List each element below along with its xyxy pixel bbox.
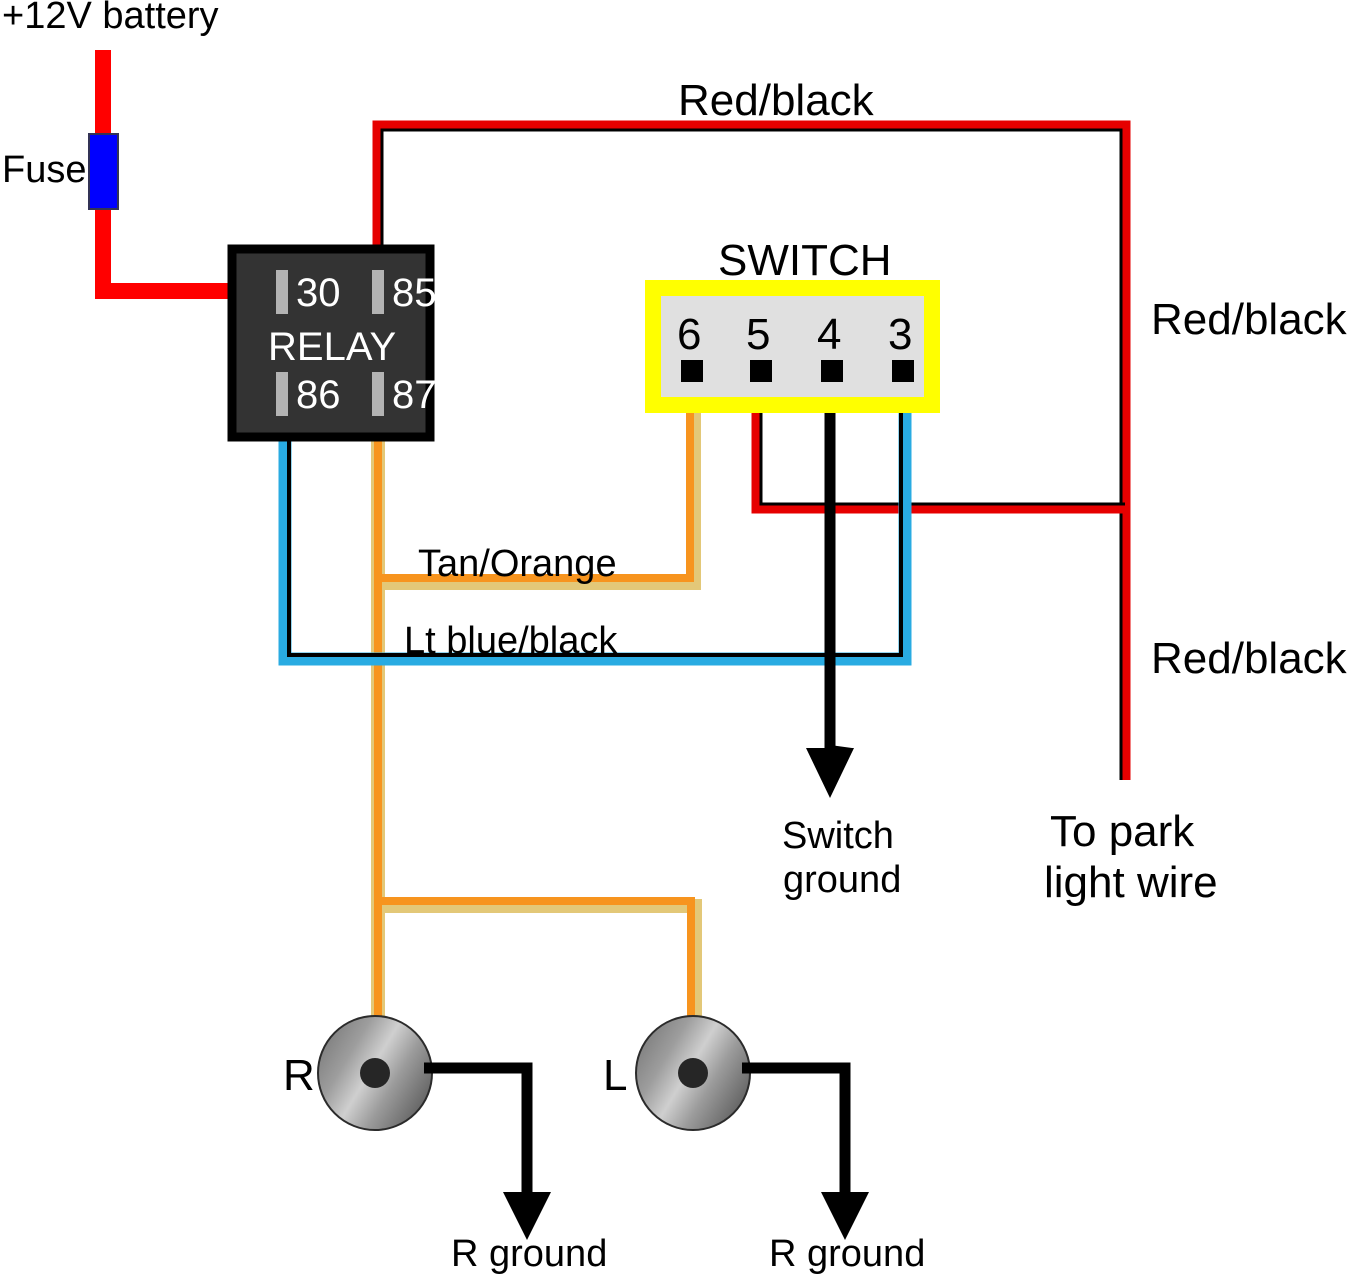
red-black-right-lower-label: Red/black: [1151, 634, 1348, 683]
switch-pin-4-label: 4: [817, 310, 841, 359]
switch-terminal-4: [821, 360, 843, 382]
to-park-light-label-line1: To park: [1050, 807, 1195, 856]
switch-terminal-5: [750, 360, 772, 382]
switch-pin-3-label: 3: [888, 310, 912, 359]
to-park-light-label-line2: light wire: [1044, 858, 1218, 907]
tan-orange-label: Tan/Orange: [418, 543, 617, 585]
relay-terminal-85: [372, 270, 384, 314]
switch-pin-5-label: 5: [746, 310, 770, 359]
fuse-label: Fuse: [2, 149, 86, 191]
switch-box[interactable]: [645, 280, 940, 413]
switch-terminal-6: [681, 360, 703, 382]
relay-title: RELAY: [268, 325, 396, 369]
wire-tan-orange: [371, 380, 702, 1035]
relay-pin-87-label: 87: [392, 373, 437, 417]
switch-title: SWITCH: [718, 236, 892, 285]
lamp-left-ground-label: R ground: [769, 1233, 925, 1275]
relay-pin-30-label: 30: [296, 271, 341, 315]
relay-terminal-30: [276, 270, 288, 314]
lamp-left[interactable]: [635, 1015, 751, 1131]
wire-switch-ground: [806, 380, 854, 798]
lt-blue-black-label: Lt blue/black: [404, 620, 618, 662]
fuse-symbol: [88, 133, 119, 210]
wire-battery-feed: [95, 50, 262, 299]
lamp-right-label: R: [283, 1051, 315, 1100]
wire-red-black-switch-pin5: [751, 380, 1125, 514]
switch-terminal-3: [892, 360, 914, 382]
wire-lt-blue-black: [278, 380, 912, 666]
lamp-right-ground-label: R ground: [451, 1233, 607, 1275]
switch-pin-6-label: 6: [677, 310, 701, 359]
switch-ground-label-line2: ground: [783, 859, 901, 901]
switch-ground-label-line1: Switch: [782, 815, 894, 857]
wire-lamp-l-ground: [742, 1062, 869, 1240]
lamp-right[interactable]: [317, 1015, 433, 1131]
battery-label: +12V battery: [2, 0, 219, 37]
relay-pin-86-label: 86: [296, 373, 341, 417]
red-black-top-label: Red/black: [678, 76, 875, 125]
wire-lamp-r-ground: [424, 1062, 551, 1240]
red-black-right-upper-label: Red/black: [1151, 295, 1348, 344]
relay-terminal-86: [276, 372, 288, 416]
relay-box[interactable]: [227, 244, 435, 442]
wire-red-black-top: [372, 120, 1131, 780]
relay-pin-85-label: 85: [392, 271, 437, 315]
relay-terminal-87: [372, 372, 384, 416]
lamp-left-label: L: [603, 1051, 627, 1100]
